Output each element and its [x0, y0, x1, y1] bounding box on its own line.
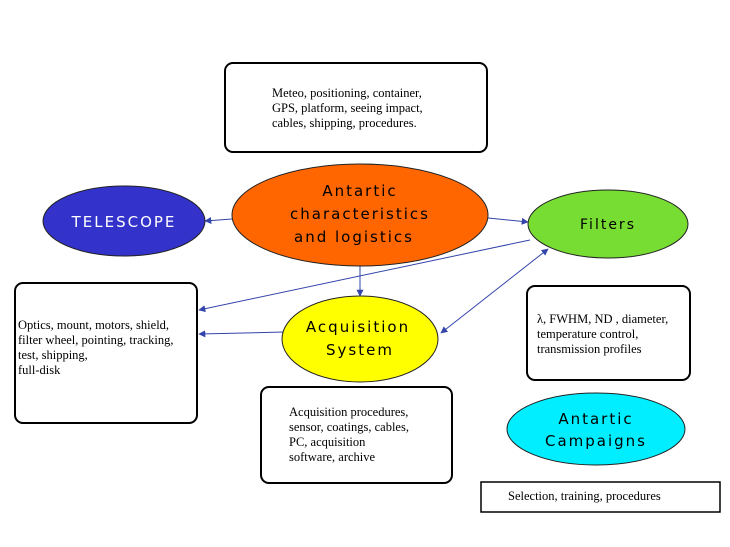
logistics-details-line: GPS, platform, seeing impact, — [272, 101, 423, 115]
filters-details-line: temperature control, — [537, 327, 639, 341]
telescope-details-line: filter wheel, pointing, tracking, — [18, 333, 174, 347]
telescope-details-box — [14, 282, 198, 424]
filters-node — [527, 189, 689, 259]
connector-center-filters — [487, 217, 529, 225]
campaigns-label-line1: Antartic — [558, 410, 633, 428]
acquisition-label-line2: System — [326, 341, 394, 359]
connector-filters-acquisition — [440, 248, 549, 334]
telescope-details-line: full-disk — [18, 363, 61, 377]
campaigns-node — [506, 392, 686, 466]
logistics-details-box — [224, 62, 488, 153]
acquisition-label-line1: Acquisition — [306, 318, 410, 336]
logistics-details-text: Meteo, positioning, container, GPS, plat… — [272, 86, 423, 131]
campaigns-label-line2: Campaigns — [545, 432, 647, 450]
acquisition-node — [281, 295, 439, 383]
telescope-details-line: test, shipping, — [18, 348, 88, 362]
telescope-details-text: Optics, mount, motors, shield, filter wh… — [18, 318, 174, 378]
connector-acquisition-telescope-box — [198, 330, 286, 338]
telescope-node — [42, 185, 206, 257]
logistics-details-line: cables, shipping, procedures. — [272, 116, 417, 130]
acquisition-details-box — [260, 386, 453, 484]
filters-details-line: λ, FWHM, ND , diameter, — [537, 312, 669, 326]
acquisition-details-line: software, archive — [289, 450, 376, 464]
center-label-line2: characteristics — [290, 205, 430, 223]
acquisition-details-line: Acquisition procedures, — [289, 405, 409, 419]
center-label-line1: Antartic — [322, 182, 397, 200]
connector-center-telescope — [204, 217, 233, 225]
campaigns-details-box — [480, 481, 721, 513]
campaigns-details-line: Selection, training, procedures — [508, 489, 661, 503]
telescope-label: TELESCOPE — [71, 213, 177, 231]
acquisition-details-line: sensor, coatings, cables, — [289, 420, 409, 434]
acquisition-details-line: PC, acquisition — [289, 435, 366, 449]
filters-label: Filters — [580, 217, 636, 233]
filters-details-line: transmission profiles — [537, 342, 642, 356]
filters-details-text: λ, FWHM, ND , diameter, temperature cont… — [537, 312, 668, 357]
center-label-line3: and logistics — [294, 228, 414, 246]
acquisition-details-text: Acquisition procedures, sensor, coatings… — [289, 405, 409, 465]
center-node — [231, 163, 489, 267]
campaigns-details-text: Selection, training, procedures — [508, 489, 661, 504]
telescope-details-line: Optics, mount, motors, shield, — [18, 318, 170, 332]
logistics-details-line: Meteo, positioning, container, — [272, 86, 422, 100]
